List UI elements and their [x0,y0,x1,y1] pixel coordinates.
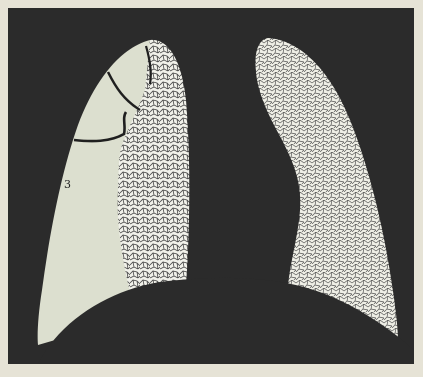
figure-label-3: 3 [64,178,71,191]
